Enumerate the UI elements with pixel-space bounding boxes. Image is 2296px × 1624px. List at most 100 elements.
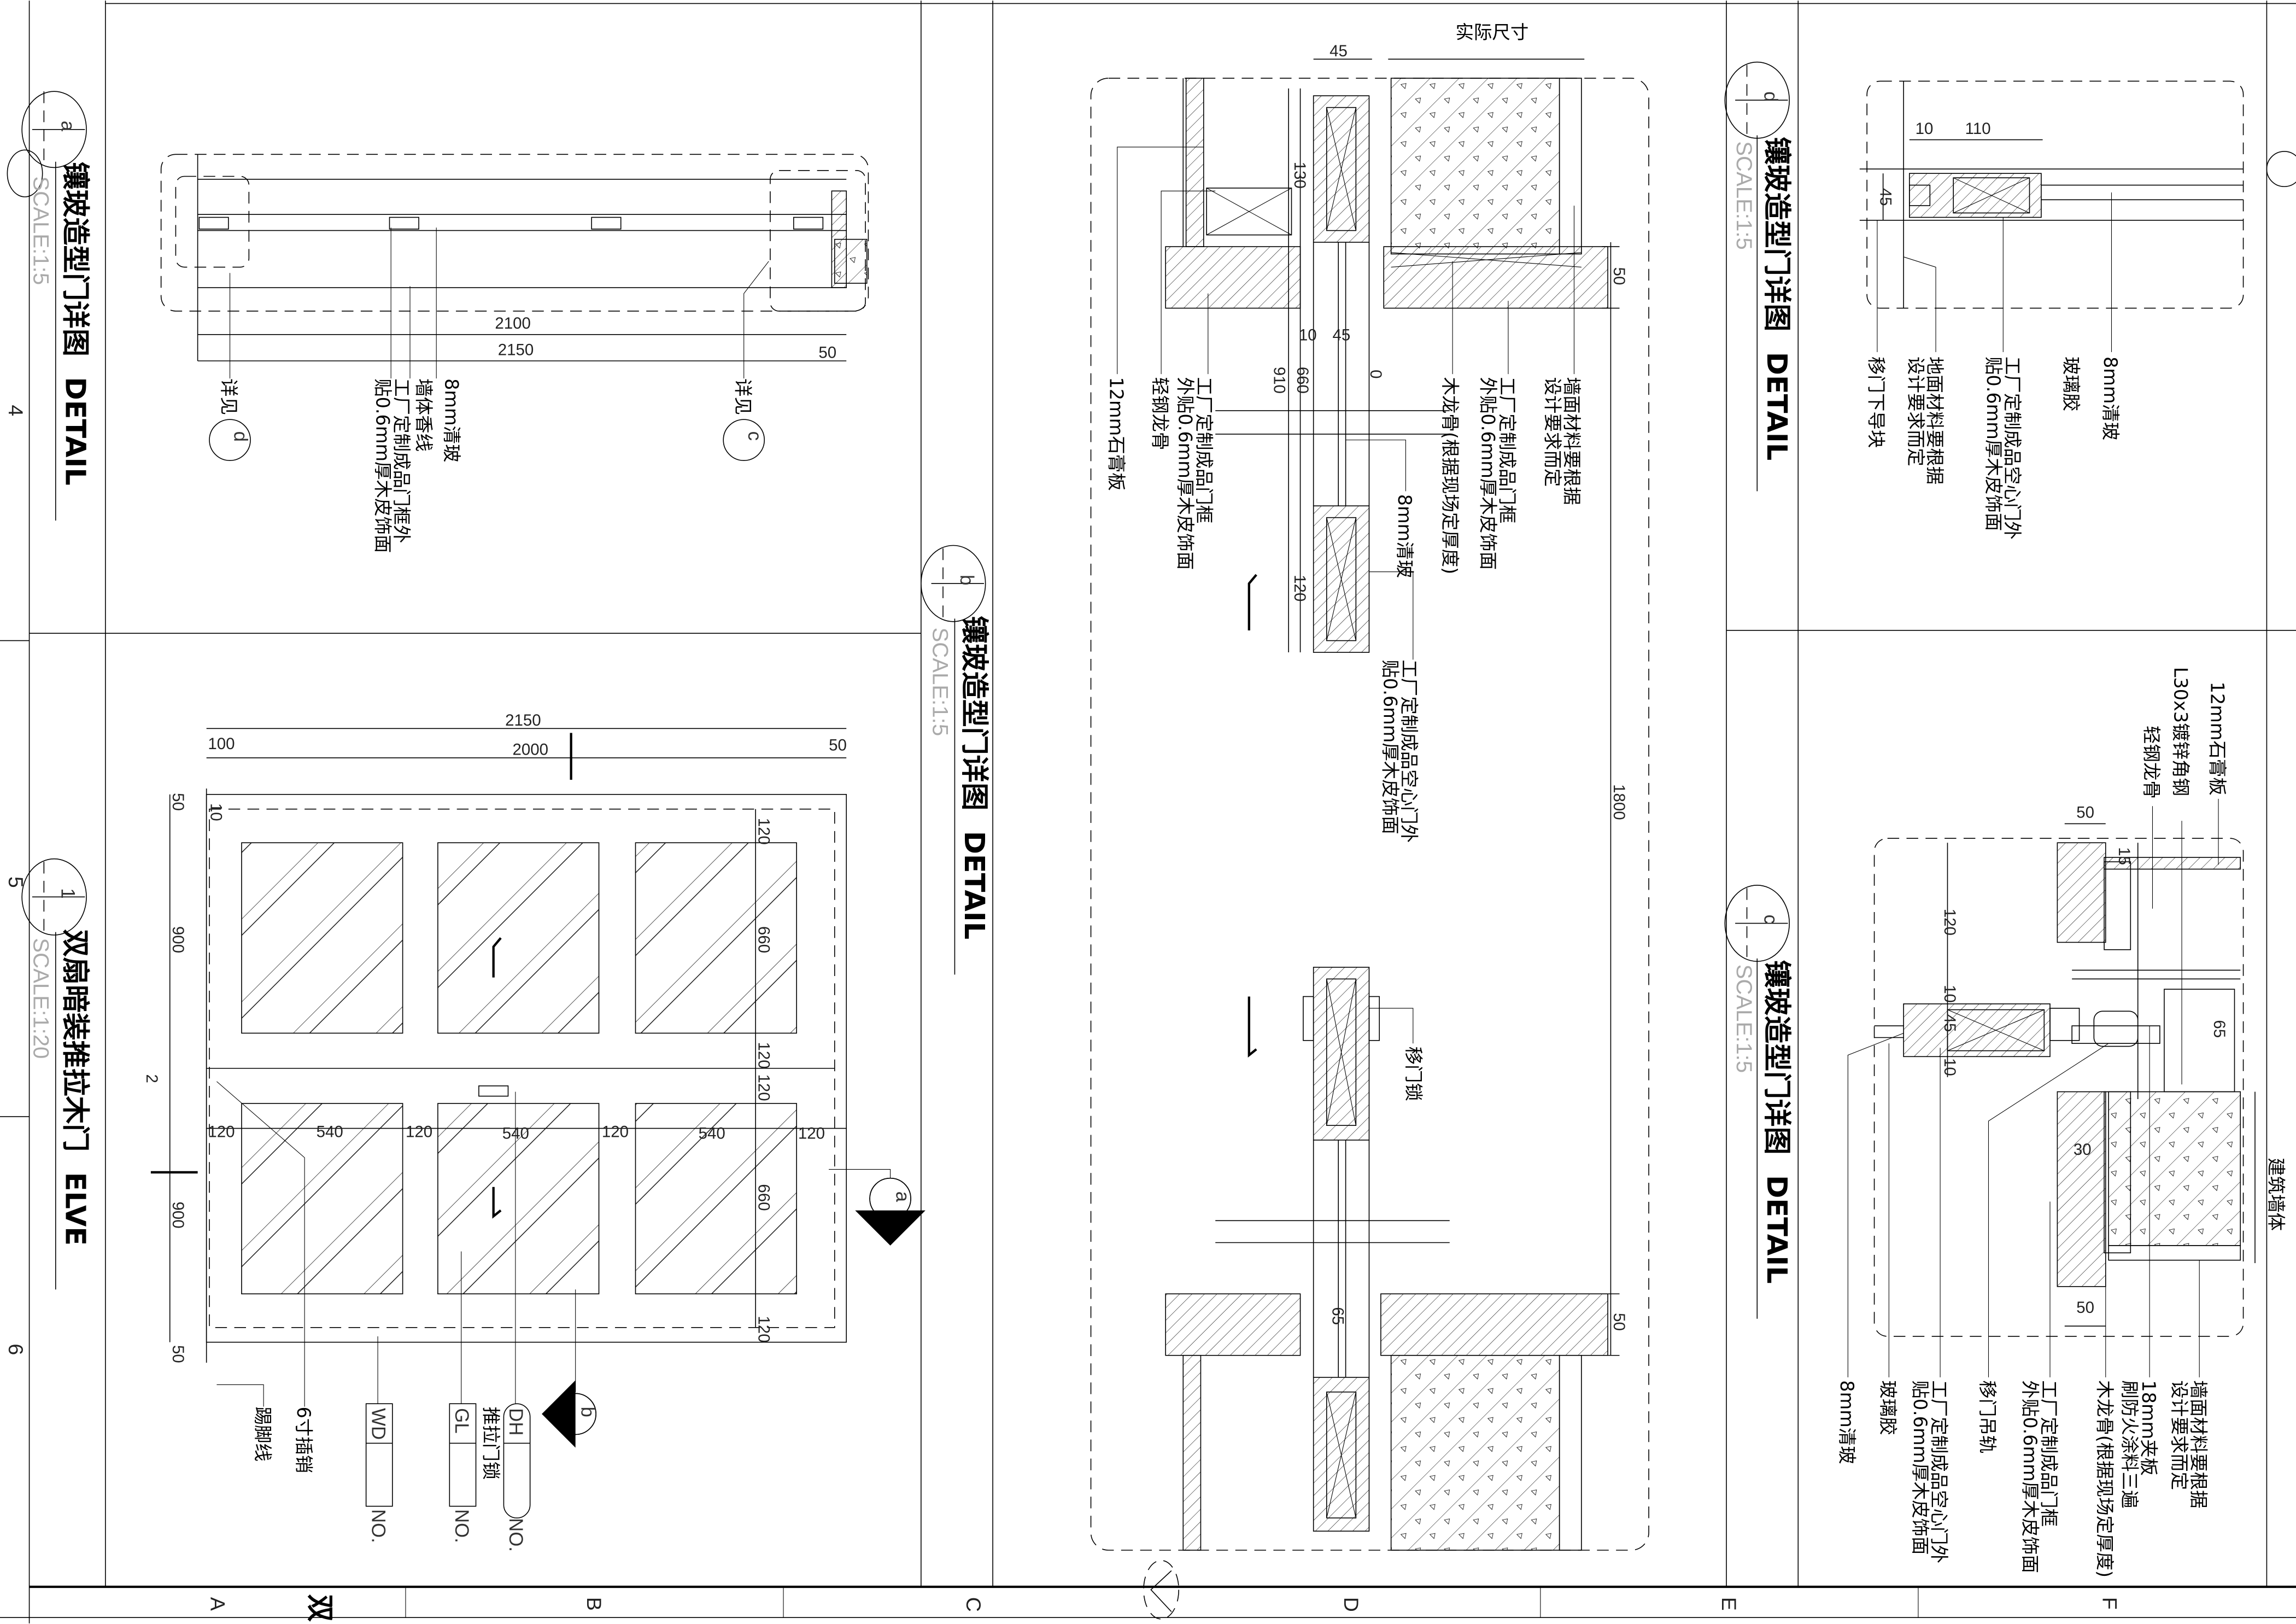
detail-b-title-block: b SCALE:1:5 镶玻造型门详图DETAIL xyxy=(921,545,990,975)
dim-b-50b: 50 xyxy=(1610,1313,1628,1331)
dim-height-900-top: 900 xyxy=(169,926,187,953)
label-b-door-1: 工厂定制成品空心门外 xyxy=(1398,659,1420,843)
dim-b-130: 130 xyxy=(1291,162,1309,189)
detail-b-scale: SCALE:1:5 xyxy=(928,628,952,737)
dim-b-10a: 10 xyxy=(1299,326,1317,344)
dim-d-10: 10 xyxy=(1916,120,1934,138)
dim-c-50a: 50 xyxy=(2076,804,2094,822)
detail-c-scale: SCALE:1:5 xyxy=(1732,965,1756,1073)
section-marker-a[interactable]: a xyxy=(892,1191,913,1202)
dim-b-45-top: 45 xyxy=(1329,42,1348,60)
tag-gl-no: NO. xyxy=(451,1509,472,1543)
label-b-frame-right-1: 工厂定制成品门框 xyxy=(1497,377,1518,523)
row-label-4: 4 xyxy=(4,405,27,416)
dim-row-5: 540 xyxy=(699,1124,725,1142)
dim-b-120: 120 xyxy=(1291,575,1309,601)
label-d-door-2: 贴0.6mm厚木皮饰面 xyxy=(1983,357,2004,531)
label-c-frame-1: 工厂定制成品门框 xyxy=(2039,1380,2060,1527)
label-see-detail-1: 详见 xyxy=(218,378,239,415)
detail-b-header: 实际尺寸 xyxy=(1456,22,1529,43)
label-c-angle-steel: L30x3镀锌角钢 xyxy=(2170,667,2192,796)
label-push-pull-lock: 推拉门锁 xyxy=(481,1407,502,1480)
detail-b-drawing xyxy=(1090,59,1649,1551)
label-b-stud: 轻钢龙骨 xyxy=(1150,377,1171,450)
row-label-5: 5 xyxy=(4,877,27,888)
label-c-structure: 建筑墙体 xyxy=(2265,1158,2287,1231)
dim-b-1800: 1800 xyxy=(1610,784,1628,820)
label-see-detail-2: 详见 xyxy=(732,378,753,415)
label-d-glass: 8mm清玻 xyxy=(2100,357,2121,440)
dim-inner-2000: 2000 xyxy=(513,741,549,759)
dim-c-50b: 50 xyxy=(2076,1299,2094,1317)
column-label-d: D xyxy=(1340,1597,1363,1612)
label-c-plywood-2: 刷防火涂料三遍 xyxy=(2119,1380,2140,1508)
detail-d-marker: d xyxy=(1760,91,1782,102)
dim-660-a: 660 xyxy=(755,926,773,953)
tag-dh-no: NO. xyxy=(505,1518,526,1552)
dim-c-120: 120 xyxy=(1941,909,1959,936)
detail-c-drawing xyxy=(1847,798,2256,1377)
label-c-wood-keel: 木龙骨(根据现场定厚度) xyxy=(2094,1380,2115,1578)
dim-left-100: 100 xyxy=(208,735,235,753)
label-c-stud: 轻钢龙骨 xyxy=(2141,726,2162,799)
label-b-glass: 8mm清玻 xyxy=(1394,494,1415,578)
elevation-1-scale: SCALE:1:20 xyxy=(29,938,54,1059)
dim-c-10a: 10 xyxy=(1941,985,1959,1003)
detail-d-title: 镶玻造型门详图DETAIL xyxy=(1760,137,1793,460)
dim-row-2: 120 xyxy=(406,1123,432,1141)
dim-2100: 2100 xyxy=(495,314,531,332)
section-marker-b[interactable]: b xyxy=(577,1407,598,1417)
column-label-e: E xyxy=(1718,1597,1741,1611)
dim-height-900-bottom: 900 xyxy=(169,1202,187,1229)
label-c-door-2: 贴0.6mm厚木皮饰面 xyxy=(1910,1380,1931,1555)
label-c-door-1: 工厂定制成品空心门外 xyxy=(1929,1380,1950,1563)
dim-row-6: 120 xyxy=(798,1124,825,1142)
dim-row-4: 120 xyxy=(602,1123,629,1141)
detail-a-scale: SCALE:1:5 xyxy=(29,177,54,285)
detail-d-drawing xyxy=(1859,80,2244,352)
label-b-door-2: 贴0.6mm厚木皮饰面 xyxy=(1379,659,1401,834)
dim-b-10b: 0 xyxy=(1367,370,1385,378)
dim-c-30: 30 xyxy=(2074,1141,2092,1159)
dim-b-50a: 50 xyxy=(1610,267,1628,285)
label-b-frame-left-1: 工厂定制成品门框 xyxy=(1193,377,1215,523)
dim-c-15: 15 xyxy=(2115,847,2133,865)
label-c-sealant: 玻璃胶 xyxy=(1877,1380,1899,1435)
detail-a-title: 镶玻造型门详图DETAIL xyxy=(59,162,91,486)
dim-120-b: 120 xyxy=(755,1042,773,1069)
label-frame-line2: 贴0.6mm厚木皮饰面 xyxy=(372,378,393,553)
detail-a-drawing xyxy=(160,154,869,461)
dim-50: 50 xyxy=(818,344,836,362)
detail-a-marker: a xyxy=(57,121,79,132)
dim-10: 10 xyxy=(207,803,225,821)
dim-row-0: 120 xyxy=(208,1123,235,1141)
dim-d-45: 45 xyxy=(1876,188,1894,206)
detail-c-marker: c xyxy=(1760,915,1782,924)
column-label-f: F xyxy=(2098,1597,2121,1610)
dim-660-b: 660 xyxy=(755,1184,773,1211)
dim-120-c: 120 xyxy=(755,1074,773,1101)
dim-120-d: 120 xyxy=(755,1316,773,1342)
label-b-gypsum: 12mm石膏板 xyxy=(1105,377,1127,490)
tag-dh: DH xyxy=(505,1408,526,1435)
label-d-floor-1: 地面材料要根据 xyxy=(1924,357,1946,484)
label-d-door-1: 工厂定制成品空心门外 xyxy=(2002,357,2023,540)
elevation-1-title: 双扇暗装推拉木门ELVE xyxy=(59,929,91,1246)
label-b-frame-left-2: 外贴0.6mm厚木皮饰面 xyxy=(1174,377,1196,570)
detail-c-title: 镶玻造型门详图DETAIL xyxy=(1760,960,1793,1284)
dim-b-45-mid: 45 xyxy=(1333,326,1351,344)
tag-wd-no: NO. xyxy=(367,1509,389,1543)
row-label-6: 6 xyxy=(4,1343,27,1355)
dim-row-3: 540 xyxy=(502,1124,529,1142)
dim-d-110: 110 xyxy=(1965,120,1991,138)
dim-b-910: 910 xyxy=(1270,367,1288,394)
dim-b-65: 65 xyxy=(1329,1307,1347,1325)
column-label-b: B xyxy=(583,1597,606,1611)
label-c-wall-1: 墙面材料要根据 xyxy=(2188,1380,2209,1508)
ref-d: d xyxy=(230,431,251,442)
dim-total-2150: 2150 xyxy=(505,711,541,729)
dim-gap-2: 2 xyxy=(143,1074,161,1083)
label-c-wall-2: 设计要求而定 xyxy=(2169,1380,2190,1490)
dim-right-50: 50 xyxy=(829,737,847,755)
